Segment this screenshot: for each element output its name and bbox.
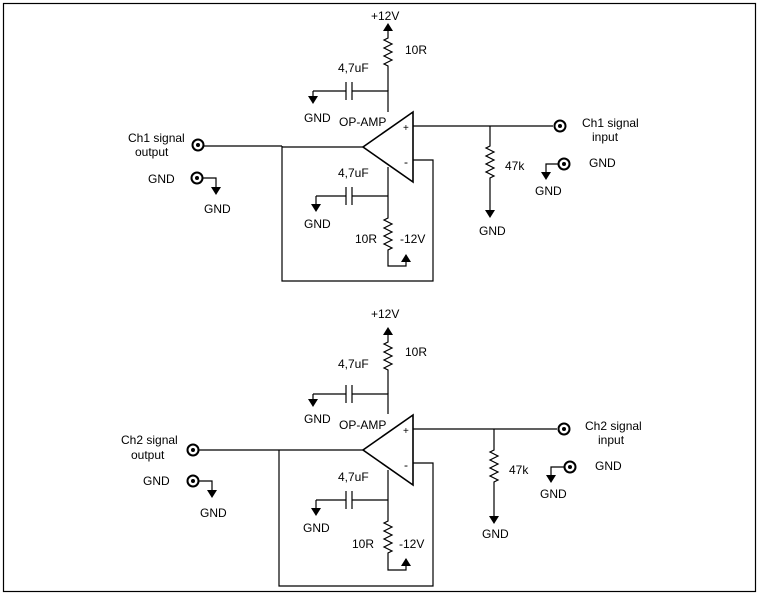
feedback-loop xyxy=(278,450,434,587)
input-label-line2: input xyxy=(598,433,625,447)
supply-arrow-icon xyxy=(383,23,393,31)
ground-label: GND xyxy=(304,412,331,426)
resistor-top xyxy=(382,335,394,394)
terminal-icon xyxy=(191,138,205,152)
terminal-icon xyxy=(186,474,200,488)
ground-label: GND xyxy=(482,527,509,541)
output-label-line2: output xyxy=(135,145,169,159)
feedback-loop xyxy=(281,146,434,282)
ground-label: GND xyxy=(540,487,567,501)
terminal-icon xyxy=(557,157,571,171)
vminus-label: -12V xyxy=(400,232,425,246)
supply-arrow-icon xyxy=(401,558,411,566)
output-label-line2: output xyxy=(131,448,165,462)
ground-label: GND xyxy=(143,474,170,488)
ground-label: GND xyxy=(479,224,506,238)
ground-label: GND xyxy=(304,111,331,125)
terminal-icon xyxy=(553,119,567,133)
resistor-input-label: 47k xyxy=(505,159,525,173)
input-label-line1: Ch1 signal xyxy=(582,116,639,130)
resistor-top-label: 10R xyxy=(405,345,427,359)
ground-label: GND xyxy=(589,156,616,170)
minus-sign: - xyxy=(404,458,408,472)
ground-icon xyxy=(308,96,318,104)
ground-label: GND xyxy=(304,217,331,231)
ground-icon xyxy=(541,172,551,180)
ground-icon xyxy=(308,399,318,407)
output-label-line1: Ch2 signal xyxy=(121,433,178,447)
ground-icon xyxy=(546,475,556,483)
capacitor-top xyxy=(313,82,389,112)
supply-arrow-icon xyxy=(401,254,411,262)
ground-icon xyxy=(207,490,217,498)
capacitor-bottom xyxy=(316,187,388,205)
terminal-icon xyxy=(190,171,204,185)
ground-icon xyxy=(489,516,499,524)
resistor-input xyxy=(488,429,500,516)
opamp-label: OP-AMP xyxy=(339,115,386,129)
resistor-top-label: 10R xyxy=(405,43,427,57)
ground-icon xyxy=(211,187,221,195)
capacitor-top xyxy=(313,385,389,414)
capacitor-bottom-label: 4,7uF xyxy=(338,166,369,180)
terminal-icon xyxy=(186,443,200,457)
capacitor-top-label: 4,7uF xyxy=(338,61,369,75)
resistor-input-label: 47k xyxy=(509,463,529,477)
resistor-bottom xyxy=(382,470,407,571)
terminal-icon xyxy=(557,422,571,436)
terminal-icon xyxy=(563,460,577,474)
resistor-top xyxy=(382,31,394,91)
opamp-label: OP-AMP xyxy=(339,418,386,432)
ground-label: GND xyxy=(148,172,175,186)
capacitor-top-label: 4,7uF xyxy=(338,357,369,371)
vplus-label: +12V xyxy=(371,307,399,321)
resistor-bottom-label: 10R xyxy=(352,537,374,551)
channel-2-circuit: +12V 10R 4,7uF GND OP-AMP + - 47k GND Ch… xyxy=(121,307,642,587)
vplus-label: +12V xyxy=(371,9,399,23)
supply-arrow-icon xyxy=(383,327,393,335)
input-label-line2: input xyxy=(592,130,619,144)
opamp-symbol xyxy=(361,413,414,487)
ground-icon xyxy=(485,210,495,218)
plus-sign: + xyxy=(403,123,409,134)
ground-label: GND xyxy=(595,459,622,473)
capacitor-bottom-label: 4,7uF xyxy=(338,470,369,484)
resistor-bottom xyxy=(382,167,407,267)
ground-label: GND xyxy=(303,521,330,535)
ground-label: GND xyxy=(204,202,231,216)
input-label-line1: Ch2 signal xyxy=(585,419,642,433)
resistor-input xyxy=(484,126,496,210)
opamp-symbol xyxy=(361,110,414,184)
ground-icon xyxy=(311,508,321,516)
ground-label: GND xyxy=(535,184,562,198)
channel-1-circuit: +12V 10R 4,7uF GND OP-AMP + - 47k GND Ch… xyxy=(128,9,639,282)
ground-icon xyxy=(311,204,321,212)
plus-sign: + xyxy=(403,426,409,437)
minus-sign: - xyxy=(404,155,408,169)
vminus-label: -12V xyxy=(399,537,424,551)
output-label-line1: Ch1 signal xyxy=(128,131,185,145)
resistor-bottom-label: 10R xyxy=(355,232,377,246)
capacitor-bottom xyxy=(316,491,388,509)
ground-label: GND xyxy=(200,506,227,520)
